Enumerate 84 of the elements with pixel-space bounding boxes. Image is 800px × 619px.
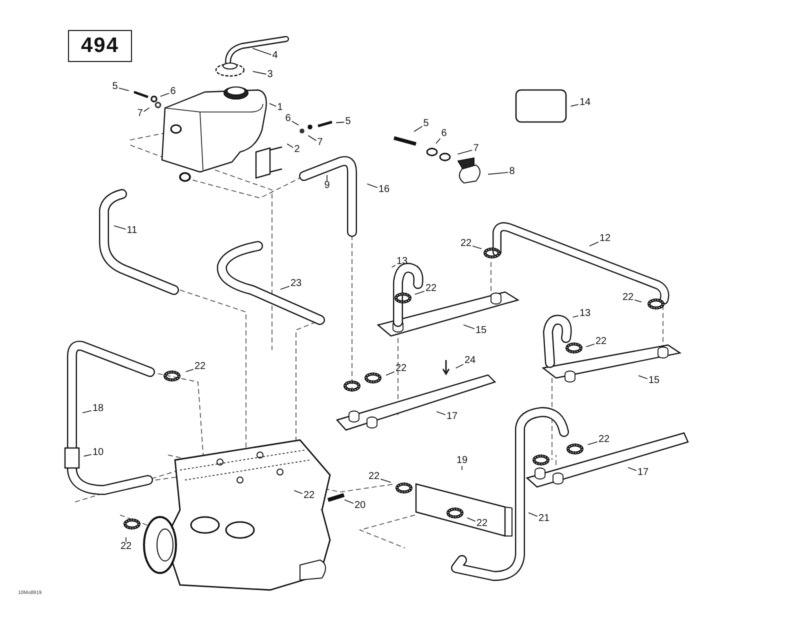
- leader-line: [269, 103, 277, 107]
- leader-line: [185, 368, 194, 372]
- callout-number: 22: [475, 519, 489, 529]
- leader-line: [336, 122, 345, 124]
- leader-line: [118, 88, 130, 92]
- callout-number: 6: [440, 129, 448, 139]
- leader-line: [634, 300, 642, 302]
- leader-line: [455, 364, 464, 368]
- callout-number: 16: [377, 185, 391, 195]
- leader-line: [414, 290, 425, 295]
- leader-line: [143, 107, 150, 112]
- leader-line: [463, 324, 475, 330]
- callout-number: 22: [597, 435, 611, 445]
- callout-number: 22: [302, 491, 316, 501]
- leader-line: [280, 286, 290, 290]
- callout-number: 17: [445, 412, 459, 422]
- callout-number: 11: [126, 226, 138, 236]
- leader-line: [472, 246, 482, 250]
- callout-number: 9: [323, 181, 331, 191]
- leader-line: [291, 120, 299, 126]
- callout-number: 22: [424, 284, 438, 294]
- callout-number: 7: [316, 138, 324, 148]
- leader-line: [628, 467, 637, 471]
- callout-number: 24: [463, 356, 477, 366]
- callout-number: 12: [598, 234, 612, 244]
- leader-line: [252, 48, 272, 56]
- callout-number: 18: [91, 404, 105, 414]
- leader-line: [589, 242, 599, 246]
- leader-line: [466, 517, 476, 522]
- leader-line: [344, 499, 354, 504]
- callout-number: 22: [394, 364, 408, 374]
- leader-line: [252, 71, 267, 75]
- leader-line: [638, 375, 648, 380]
- leader-line: [436, 411, 446, 416]
- leader-line: [587, 442, 598, 445]
- callout-number: 22: [621, 293, 635, 303]
- callout-number: 19: [455, 456, 469, 466]
- leader-line: [380, 478, 392, 483]
- leader-line: [457, 150, 473, 154]
- callout-number: 5: [344, 117, 352, 127]
- page-number-plate: 494: [68, 30, 132, 62]
- callout-number: 2: [293, 145, 301, 155]
- callout-number: 8: [508, 167, 516, 177]
- callout-number: 6: [284, 114, 292, 124]
- callout-number: 22: [193, 362, 207, 372]
- callout-number: 15: [474, 326, 488, 336]
- callout-number: 3: [266, 70, 274, 80]
- callout-number: 21: [537, 514, 551, 524]
- leader-line: [294, 490, 303, 494]
- callout-number: 23: [289, 279, 303, 289]
- leader-line: [114, 225, 126, 230]
- callout-number: 22: [594, 337, 608, 347]
- callout-number: 1: [276, 103, 284, 113]
- callout-number: 10: [91, 448, 105, 458]
- leader-line: [326, 174, 328, 182]
- callout-number: 5: [111, 82, 119, 92]
- leader-line: [366, 184, 378, 188]
- callout-number: 22: [459, 239, 473, 249]
- leader-line: [488, 172, 509, 175]
- leader-line: [572, 315, 579, 318]
- callout-number: 5: [422, 119, 430, 129]
- callout-number: 6: [169, 87, 177, 97]
- leader-line: [308, 135, 317, 141]
- leader-line: [160, 92, 170, 97]
- callout-number: 14: [578, 98, 592, 108]
- callout-number: 20: [353, 501, 367, 511]
- callout-number: 13: [578, 309, 592, 319]
- leader-line: [391, 264, 396, 268]
- callout-number: 15: [647, 376, 661, 386]
- leader-line: [83, 454, 92, 457]
- callout-number: 22: [119, 542, 133, 552]
- leader-line: [286, 144, 294, 148]
- leader-line: [414, 126, 423, 132]
- callout-number: 7: [472, 144, 480, 154]
- callout-number: 22: [367, 472, 381, 482]
- leader-line: [528, 512, 538, 517]
- leader-line: [570, 104, 579, 107]
- callout-number: 17: [636, 468, 650, 478]
- callout-number: 7: [136, 109, 144, 119]
- leader-line: [436, 138, 441, 144]
- callout-number: 4: [271, 51, 279, 61]
- leader-line: [586, 344, 595, 348]
- leader-line: [386, 371, 395, 376]
- leader-line: [82, 410, 92, 414]
